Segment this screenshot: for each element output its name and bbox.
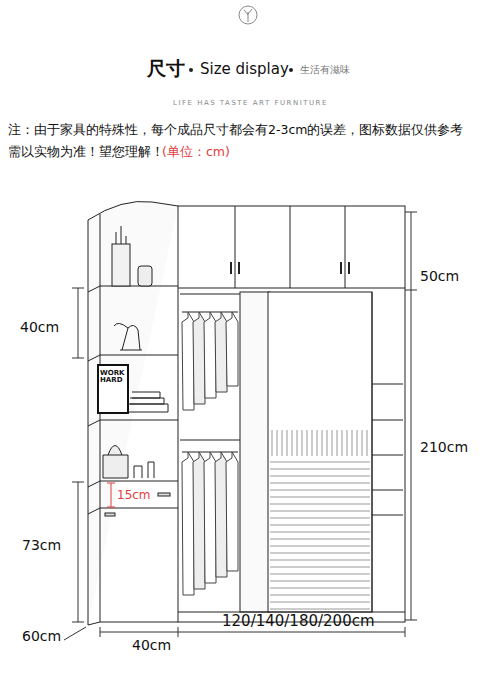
note-text: 注：由于家具的特殊性，每个成品尺寸都会有2-3cm的误差，图标数据仅供参考 xyxy=(8,123,463,137)
dimension-label: 40cm xyxy=(132,637,171,653)
dimension-label: 120/140/180/200cm xyxy=(222,613,375,630)
hanging-garment xyxy=(182,452,194,595)
title: 尺寸 xyxy=(147,58,185,80)
dimension-lines xyxy=(64,212,417,640)
door-slat xyxy=(270,490,370,491)
bullet xyxy=(189,68,193,72)
door-stripe xyxy=(312,430,313,456)
side-shelf-unit xyxy=(88,201,178,625)
door-stripe xyxy=(317,430,318,456)
door-stripe xyxy=(307,430,308,456)
door-slat xyxy=(270,539,370,540)
door-slat xyxy=(270,581,370,582)
dimension-label: 40cm xyxy=(20,319,59,335)
dimension-label: 73cm xyxy=(22,537,61,553)
door-stripe xyxy=(297,430,298,456)
door-slat xyxy=(270,602,370,603)
door-stripe xyxy=(367,430,368,456)
door-stripe xyxy=(292,430,293,456)
door-stripe xyxy=(282,430,283,456)
bullet xyxy=(289,68,293,72)
hanging-garment xyxy=(226,312,238,386)
door-stripe xyxy=(342,430,343,456)
wardrobe-body xyxy=(178,206,405,622)
door-slat xyxy=(270,588,370,589)
hanging-garment xyxy=(204,452,216,583)
slogan: 生活有滋味 xyxy=(300,64,350,76)
door-slat xyxy=(270,532,370,533)
door-stripe xyxy=(347,430,348,456)
door-slat xyxy=(270,511,370,512)
brand-line: LIFE HAS TASTE ART FURNITURE xyxy=(173,99,328,107)
hanging-garment xyxy=(193,312,205,404)
door-slat xyxy=(270,595,370,596)
poster-text: WORK HARD xyxy=(100,370,126,385)
hanging-garment xyxy=(215,452,227,577)
door-slat xyxy=(270,567,370,568)
door-stripe xyxy=(337,430,338,456)
note-text: 需以实物为准！望您理解！ xyxy=(8,145,164,159)
door-stripe xyxy=(302,430,303,456)
door-slat xyxy=(270,469,370,470)
dimension-label: 15cm xyxy=(117,489,151,503)
door-slat xyxy=(270,609,370,610)
dimension-label: 60cm xyxy=(22,628,61,644)
door-slat xyxy=(270,476,370,477)
door-slat xyxy=(270,462,370,463)
subtitle: Size display xyxy=(200,61,289,78)
hanging-garment xyxy=(226,452,238,571)
door-slat xyxy=(270,546,370,547)
door-stripe xyxy=(332,430,333,456)
door-slat xyxy=(270,525,370,526)
dimension-label: 210cm xyxy=(420,439,468,455)
door-stripe xyxy=(287,430,288,456)
door-slat xyxy=(270,518,370,519)
door-slat xyxy=(270,560,370,561)
door-slat xyxy=(270,553,370,554)
door-stripe xyxy=(327,430,328,456)
door-stripe xyxy=(352,430,353,456)
door-stripe xyxy=(272,430,273,456)
door-slat xyxy=(270,497,370,498)
door-stripe xyxy=(277,430,278,456)
hanging-garment xyxy=(215,312,227,392)
hanging-garment xyxy=(193,452,205,589)
dimension-label: 50cm xyxy=(420,268,459,284)
logo-icon xyxy=(239,6,257,24)
door-slat xyxy=(270,483,370,484)
unit-note: (单位：cm) xyxy=(162,145,230,159)
door-slat xyxy=(270,504,370,505)
hanging-garment xyxy=(182,312,194,410)
door-stripe xyxy=(362,430,363,456)
door-slat xyxy=(270,574,370,575)
door-stripe xyxy=(357,430,358,456)
door-stripe xyxy=(322,430,323,456)
hanging-garment xyxy=(204,312,216,398)
logo-tree xyxy=(244,9,252,22)
